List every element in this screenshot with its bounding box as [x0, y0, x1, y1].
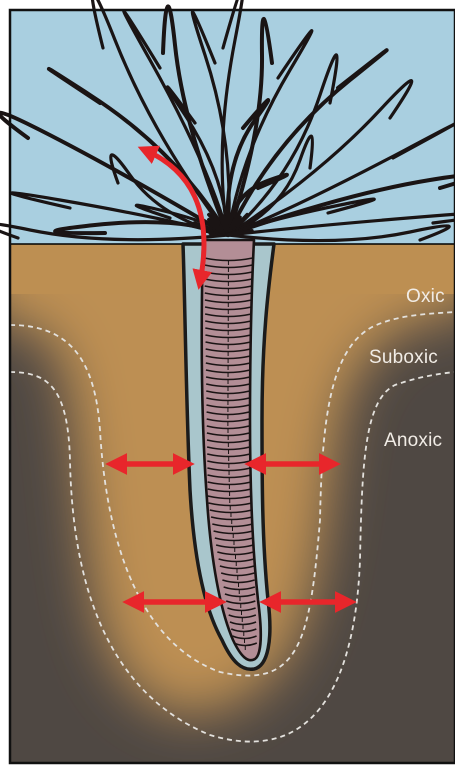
zone-label-suboxic: Suboxic — [369, 347, 438, 369]
zone-label-anoxic: Anoxic — [384, 430, 442, 452]
zone-label-oxic: Oxic — [406, 286, 445, 308]
